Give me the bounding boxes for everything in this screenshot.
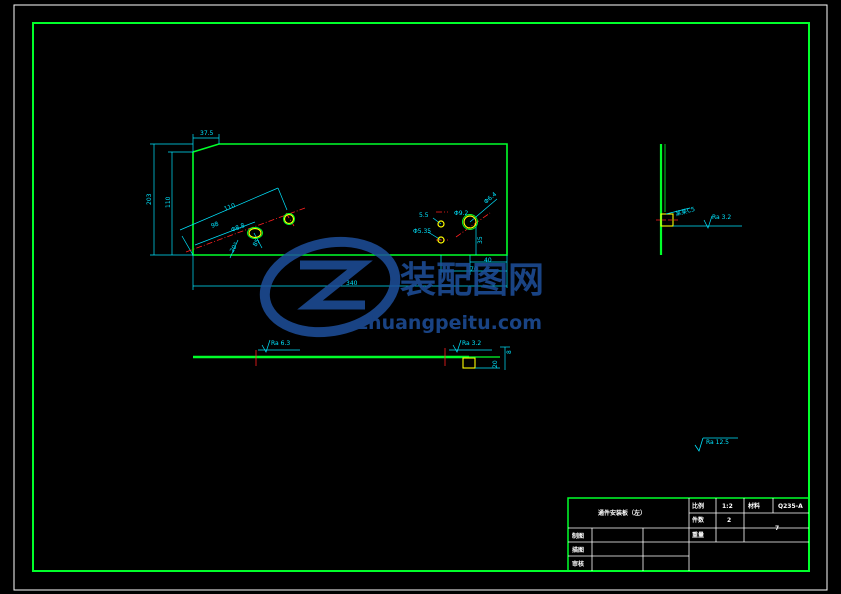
dim-total-length: 340 <box>346 280 358 287</box>
bottom-roughness-left: Ra 6.3 <box>271 340 290 347</box>
general-roughness-label: Ra 12.5 <box>706 439 729 446</box>
dim-top-chamfer: 37.5 <box>200 130 214 137</box>
dim-angle: 20° <box>229 241 240 254</box>
bottom-roughness-right: Ra 3.2 <box>462 340 481 347</box>
side-edge-note: 某某C5 <box>675 206 696 218</box>
qty-label: 件数 <box>692 516 705 524</box>
watermark: 装配图网 zhuangpeitu.com <box>259 236 544 338</box>
title-block-text: 通件安装板（左） 比例 1:2 材料 Q235-A 件数 2 重量 7 制图 描… <box>572 502 803 568</box>
outer-frame <box>13 4 828 591</box>
check-label: 审核 <box>572 560 584 568</box>
bottom-dim-a: 8 <box>506 350 513 354</box>
dim-slot-offset: 98 <box>210 220 220 229</box>
bottom-view: Ra 6.3 Ra 3.2 8 20 <box>193 339 513 370</box>
design-label: 描图 <box>572 546 584 554</box>
dim-hole-left-dist: 85 <box>252 238 262 248</box>
weight-label: 重量 <box>692 531 704 539</box>
bottom-dim-b: 20 <box>492 360 499 368</box>
watermark-url: zhuangpeitu.com <box>357 312 542 334</box>
watermark-logo-icon <box>259 236 401 338</box>
scale-label: 比例 <box>692 502 704 510</box>
sheet-no: 7 <box>775 525 779 532</box>
dim-slot-length: 110 <box>223 202 236 213</box>
dim-large-hole-r: Φ9.2 <box>454 210 468 217</box>
drawing-border <box>32 22 810 572</box>
dim-vertical-offset: 35 <box>477 236 484 244</box>
dim-height-outer: 203 <box>146 193 153 205</box>
general-roughness: Ra 12.5 <box>694 437 738 452</box>
title-block <box>567 497 810 572</box>
material-value: Q235-A <box>778 503 803 510</box>
side-view: 某某C5 Ra 3.2 <box>656 144 742 255</box>
plate-outline <box>192 143 508 256</box>
drawn-label: 制图 <box>572 532 584 540</box>
scale-value: 1:2 <box>722 503 733 510</box>
dim-right-offset-b: 70 <box>470 266 478 273</box>
dim-small-hole-b: Φ5.35 <box>413 228 431 235</box>
material-label: 材料 <box>747 502 760 510</box>
dim-large-hole-dia: Φ6.4 <box>483 191 499 206</box>
dim-right-offset-a: 40 <box>484 257 492 264</box>
dim-small-hole-a: 5.5 <box>419 212 429 219</box>
qty-value: 2 <box>727 517 731 524</box>
watermark-brand: 装配图网 <box>400 260 544 301</box>
side-roughness: Ra 3.2 <box>712 214 731 221</box>
dim-height-inner: 110 <box>165 196 172 208</box>
part-name: 通件安装板（左） <box>598 509 646 517</box>
dim-hole-left-dia: Φ8.8 <box>230 222 246 234</box>
